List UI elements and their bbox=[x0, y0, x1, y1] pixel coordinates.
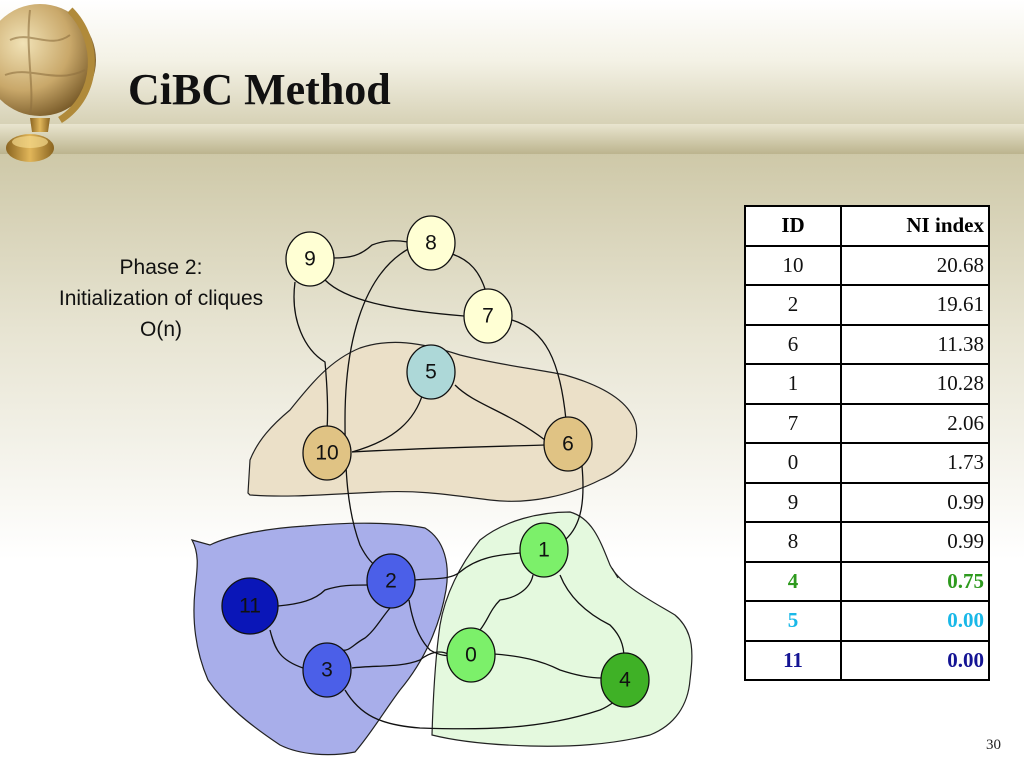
cell-ni-index: 0.99 bbox=[840, 521, 990, 563]
svg-text:4: 4 bbox=[619, 669, 631, 692]
node-10: 10 bbox=[302, 425, 352, 481]
svg-text:3: 3 bbox=[321, 659, 333, 682]
cell-ni-index: 10.28 bbox=[840, 363, 990, 405]
cell-ni-index: 0.00 bbox=[840, 600, 990, 642]
node-11: 11 bbox=[221, 577, 279, 635]
header-id: ID bbox=[744, 205, 842, 247]
node-0: 0 bbox=[446, 627, 496, 683]
svg-text:7: 7 bbox=[482, 305, 494, 328]
svg-text:11: 11 bbox=[239, 595, 261, 618]
blue-cluster bbox=[190, 522, 448, 756]
node-9: 9 bbox=[285, 231, 335, 287]
cell-ni-index: 0.00 bbox=[840, 639, 990, 681]
cell-id: 4 bbox=[744, 560, 842, 602]
svg-text:2: 2 bbox=[385, 570, 397, 593]
svg-text:9: 9 bbox=[304, 248, 316, 271]
header-ni-index: NI index bbox=[840, 205, 990, 247]
cell-id: 1 bbox=[744, 363, 842, 405]
cell-ni-index: 20.68 bbox=[840, 244, 990, 286]
cell-ni-index: 11.38 bbox=[840, 323, 990, 365]
node-4: 4 bbox=[600, 652, 650, 708]
cell-id: 8 bbox=[744, 521, 842, 563]
svg-text:1: 1 bbox=[538, 539, 550, 562]
cell-ni-index: 0.99 bbox=[840, 481, 990, 523]
svg-text:0: 0 bbox=[465, 644, 477, 667]
cell-id: 11 bbox=[744, 639, 842, 681]
cell-ni-index: 0.75 bbox=[840, 560, 990, 602]
cell-ni-index: 19.61 bbox=[840, 284, 990, 326]
node-7: 7 bbox=[463, 288, 513, 344]
cell-id: 2 bbox=[744, 284, 842, 326]
globe-icon bbox=[0, 0, 110, 175]
cell-id: 5 bbox=[744, 600, 842, 642]
svg-text:10: 10 bbox=[315, 442, 338, 465]
node-3: 3 bbox=[302, 642, 352, 698]
phase-line-1: Phase 2: bbox=[119, 256, 203, 279]
node-8: 8 bbox=[406, 215, 456, 271]
phase-line-2: Initialization of cliques bbox=[58, 287, 264, 310]
cell-id: 7 bbox=[744, 402, 842, 444]
cell-id: 0 bbox=[744, 442, 842, 484]
slide-title: CiBC Method bbox=[128, 65, 391, 114]
cell-ni-index: 2.06 bbox=[840, 402, 990, 444]
cell-ni-index: 1.73 bbox=[840, 442, 990, 484]
svg-text:6: 6 bbox=[562, 433, 574, 456]
node-1: 1 bbox=[519, 522, 569, 578]
phase-line-3: O(n) bbox=[140, 318, 182, 341]
table-header-row: ID NI index bbox=[744, 205, 990, 247]
phase-description: Phase 2: Initialization of cliques O(n) bbox=[30, 252, 292, 345]
page-number: 30 bbox=[986, 737, 1001, 753]
cell-id: 6 bbox=[744, 323, 842, 365]
node-5: 5 bbox=[406, 344, 456, 400]
node-2: 2 bbox=[366, 553, 416, 609]
svg-text:5: 5 bbox=[425, 361, 437, 384]
node-6: 6 bbox=[543, 416, 593, 472]
cell-id: 10 bbox=[744, 244, 842, 286]
header-band bbox=[0, 124, 1024, 154]
cell-id: 9 bbox=[744, 481, 842, 523]
svg-text:8: 8 bbox=[425, 232, 437, 255]
